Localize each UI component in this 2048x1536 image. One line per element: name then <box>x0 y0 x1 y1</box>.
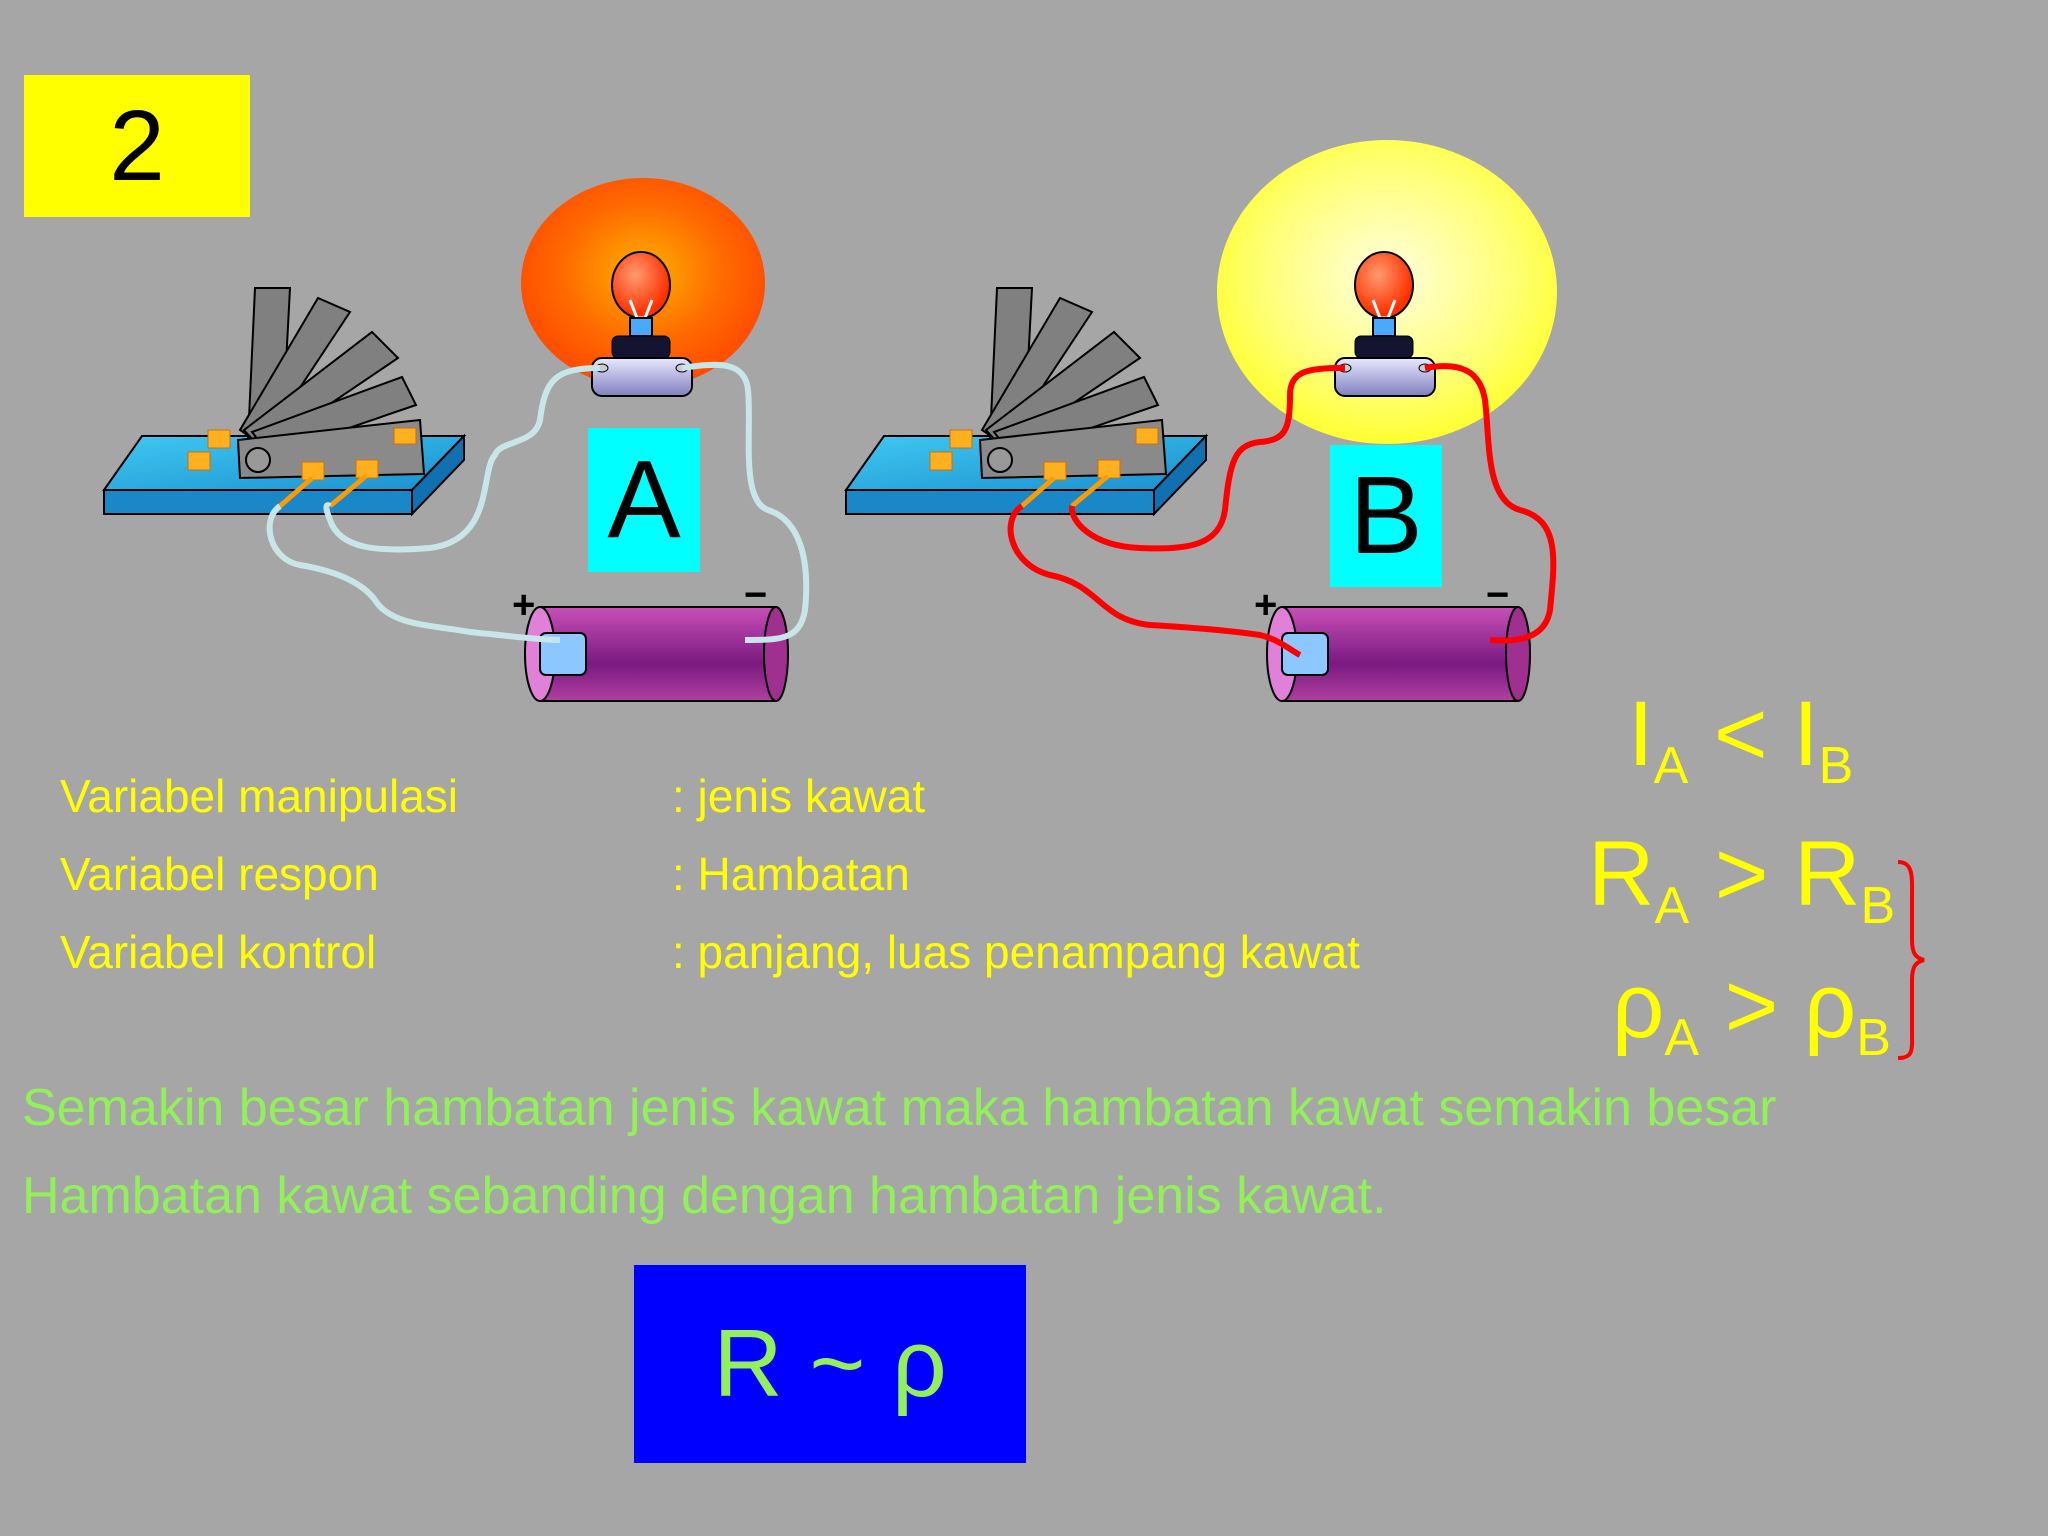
resistivity-relation: ρA > ρB <box>1612 955 1891 1068</box>
battery-a <box>524 606 789 702</box>
variable-manipulated-value: : jenis kawat <box>672 770 926 822</box>
current-relation: IA < IB <box>1628 683 1854 796</box>
bulb-a <box>591 251 693 397</box>
variable-response-name: Variabel respon <box>60 848 379 900</box>
battery-a-minus: − <box>744 573 767 617</box>
circuit-label-b: B <box>1330 445 1442 587</box>
wire-b-2 <box>1007 503 1302 658</box>
slide-number: 2 <box>24 75 250 217</box>
variable-control-name: Variabel kontrol <box>60 926 377 978</box>
circuit-label-a: A <box>588 428 700 572</box>
battery-b <box>1266 606 1531 702</box>
battery-b-minus: − <box>1486 573 1509 617</box>
circuit-a: + − <box>102 178 810 702</box>
formula-box: R ~ ρ <box>634 1265 1026 1463</box>
bulb-b <box>1334 251 1436 397</box>
variable-response-value: : Hambatan <box>672 848 910 900</box>
variable-control-value: : panjang, luas penampang kawat <box>672 926 1360 978</box>
battery-a-plus: + <box>512 583 535 627</box>
wire-a-3 <box>681 361 810 643</box>
wire-b-3 <box>1424 363 1557 644</box>
battery-b-plus: + <box>1254 583 1277 627</box>
conclusion-line-2: Hambatan kawat sebanding dengan hambatan… <box>22 1167 1387 1225</box>
wire-selector-a <box>102 287 467 517</box>
variable-manipulated-name: Variabel manipulasi <box>60 770 459 822</box>
wire-b-1 <box>1068 365 1346 552</box>
circuit-b: + − <box>844 140 1557 702</box>
wire-selector-b <box>844 287 1209 517</box>
conclusion-line-1: Semakin besar hambatan jenis kawat maka … <box>22 1079 1777 1137</box>
wire-a-2 <box>266 503 561 643</box>
resistance-relation: RA > RB <box>1588 823 1896 936</box>
wire-a-1 <box>323 365 601 553</box>
relation-brace <box>1897 860 1925 1060</box>
circuit-diagram: + − <box>102 140 1557 702</box>
